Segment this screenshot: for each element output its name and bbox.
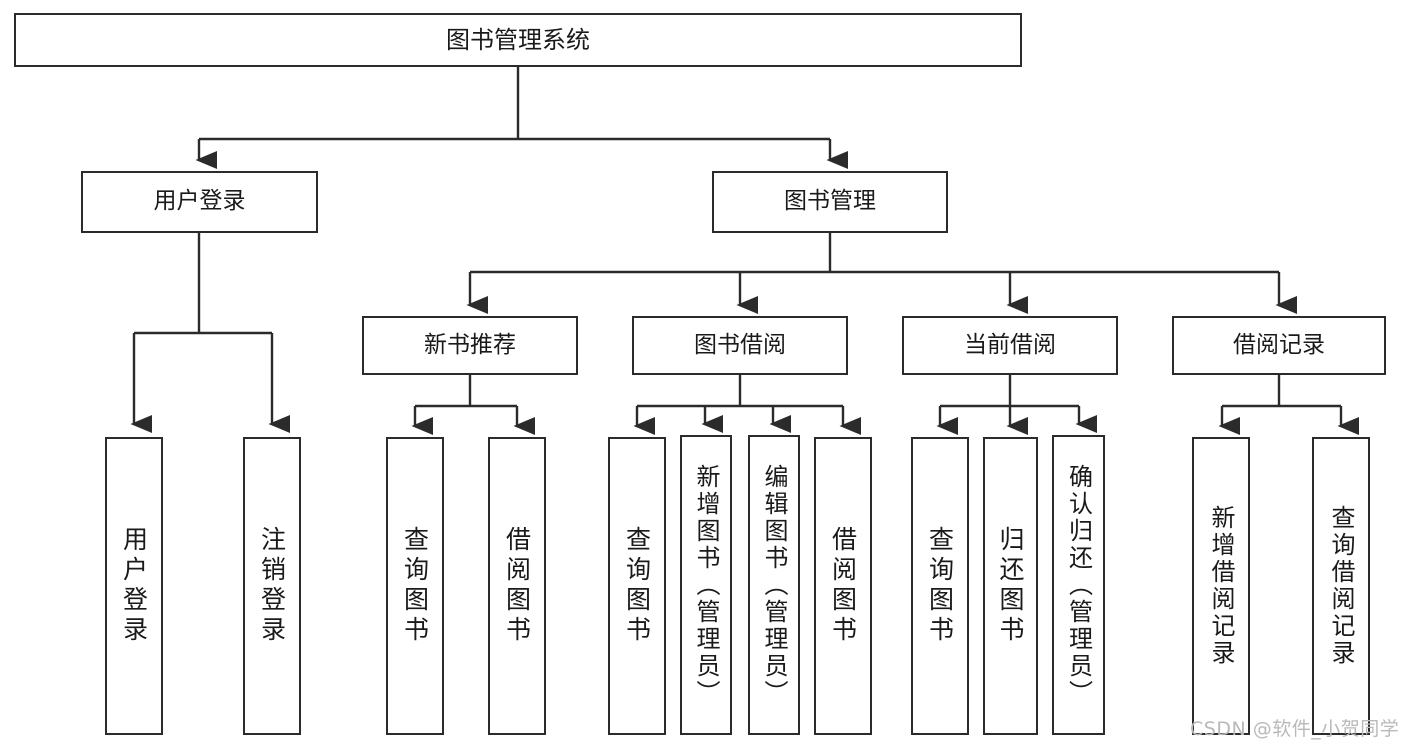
leaf-edit-book[interactable]: 编辑图书（管理员）	[748, 435, 800, 735]
node-label: 图书管理	[784, 188, 876, 215]
node-label: 确认归还（管理员）	[1064, 463, 1093, 707]
node-book-borrow[interactable]: 图书借阅	[632, 316, 848, 375]
node-label: 查询图书	[622, 526, 652, 646]
node-label: 查询借阅记录	[1327, 505, 1355, 667]
node-label: 归还图书	[996, 526, 1025, 646]
leaf-logout-login[interactable]: 注销登录	[243, 437, 301, 735]
node-label: 图书管理系统	[446, 25, 590, 54]
leaf-query-book-recommend[interactable]: 查询图书	[386, 437, 444, 735]
node-new-book-recommend[interactable]: 新书推荐	[362, 316, 578, 375]
node-label: 编辑图书（管理员）	[760, 463, 788, 707]
leaf-user-login[interactable]: 用户登录	[105, 437, 163, 735]
node-label: 新增借阅记录	[1207, 505, 1235, 667]
node-label: 图书借阅	[694, 331, 786, 358]
node-user-login[interactable]: 用户登录	[81, 171, 318, 233]
csdn-watermark: CSDN @软件_小贺同学	[1190, 718, 1400, 740]
node-label: 注销登录	[257, 526, 287, 646]
node-label: 新书推荐	[424, 331, 516, 358]
node-label: 借阅图书	[828, 526, 858, 646]
leaf-borrow-book-recommend[interactable]: 借阅图书	[488, 437, 546, 735]
leaf-borrow-book-borrow[interactable]: 借阅图书	[814, 437, 872, 735]
leaf-query-borrow-record[interactable]: 查询借阅记录	[1312, 437, 1370, 735]
leaf-add-borrow-record[interactable]: 新增借阅记录	[1192, 437, 1250, 735]
node-label: 查询图书	[400, 526, 430, 646]
leaf-return-book[interactable]: 归还图书	[983, 437, 1038, 735]
node-root-system[interactable]: 图书管理系统	[14, 13, 1022, 67]
leaf-add-book[interactable]: 新增图书（管理员）	[680, 435, 732, 735]
leaf-query-book-current[interactable]: 查询图书	[911, 437, 969, 735]
node-label: 用户登录	[119, 526, 149, 646]
leaf-confirm-return[interactable]: 确认归还（管理员）	[1052, 435, 1105, 735]
node-book-manage[interactable]: 图书管理	[712, 171, 948, 233]
node-label: 查询图书	[925, 526, 955, 646]
node-borrow-record[interactable]: 借阅记录	[1172, 316, 1386, 375]
leaf-query-book-borrow[interactable]: 查询图书	[608, 437, 666, 735]
node-label: 借阅记录	[1233, 331, 1325, 358]
node-label: 借阅图书	[502, 526, 532, 646]
node-current-borrow[interactable]: 当前借阅	[902, 316, 1118, 375]
node-label: 新增图书（管理员）	[692, 463, 720, 707]
node-label: 用户登录	[153, 188, 246, 215]
node-label: 当前借阅	[964, 331, 1056, 358]
